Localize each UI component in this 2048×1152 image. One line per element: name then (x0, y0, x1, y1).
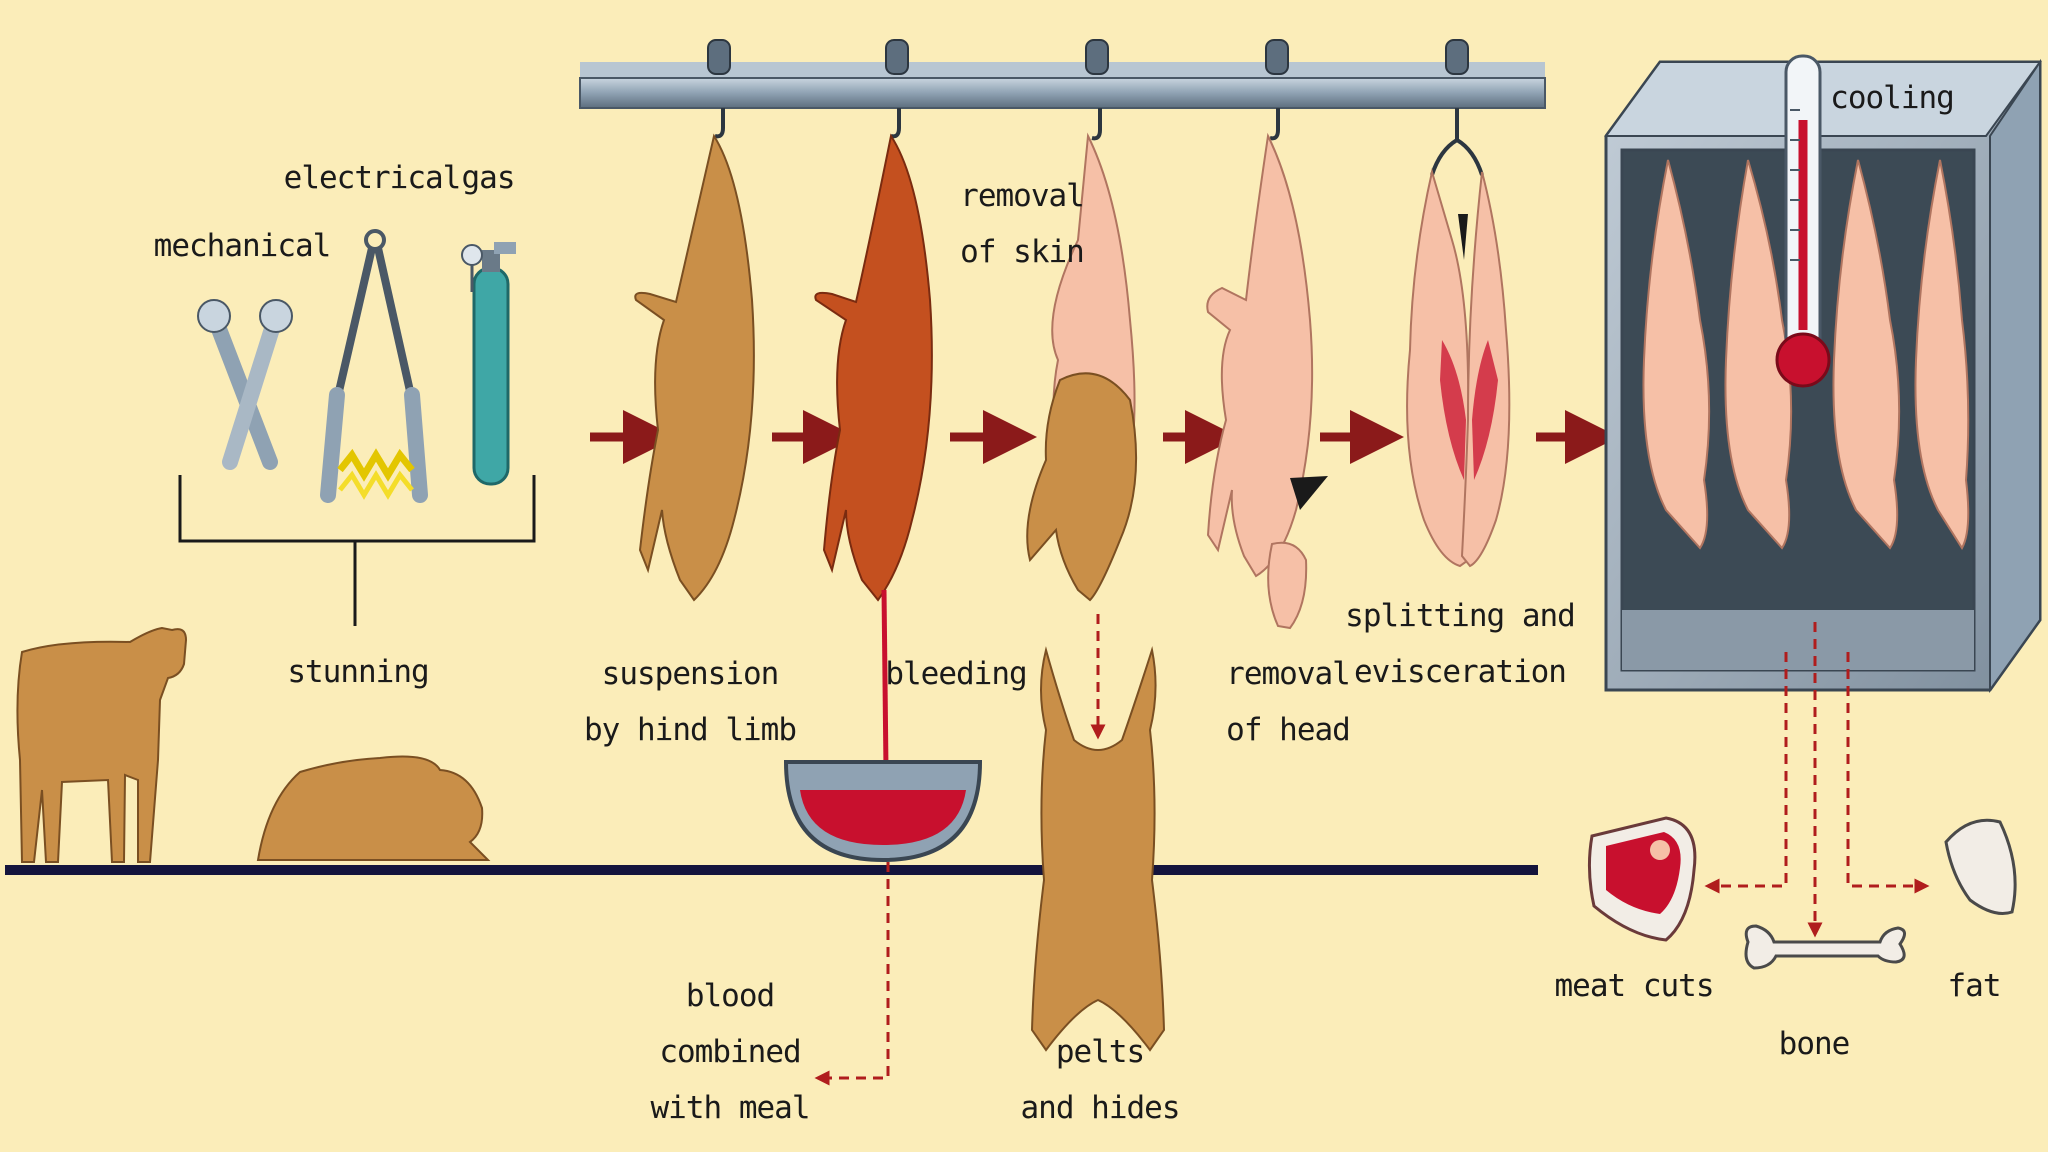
stunning-method-gas: gas (461, 160, 516, 196)
stunned-cow-icon (256, 755, 491, 861)
standing-cow-icon (16, 626, 188, 863)
bone-icon (1744, 924, 1906, 970)
stunning-method-mechanical: mechanical (153, 228, 332, 264)
byproduct-blood-label: blood combined with meal (650, 978, 811, 1126)
blood-basin-icon (783, 760, 983, 863)
skinning-carcass-icon (1026, 132, 1138, 602)
overhead-rail (579, 39, 1546, 176)
step-bleeding-label: bleeding (885, 656, 1027, 692)
electrical-stunner-icon (320, 229, 428, 503)
mechanical-stunner-icon (197, 299, 293, 470)
suspended-carcass-icon (634, 133, 755, 602)
output-dashed-arrows (1704, 622, 1930, 938)
output-bone-label: bone (1778, 1026, 1851, 1062)
fat-icon (1944, 818, 2017, 915)
stunning-method-electrical: electrical (283, 160, 462, 196)
byproduct-pelts-label: pelts and hides (1020, 1034, 1181, 1126)
gas-cylinder-icon (461, 242, 516, 486)
step-suspension-label: suspension by hind limb (584, 656, 797, 748)
bleeding-carcass-icon (814, 133, 933, 771)
output-meat-cuts-label: meat cuts (1554, 968, 1715, 1004)
headless-carcass-icon (1206, 132, 1328, 630)
step-splitting-label: splitting and evisceration (1345, 598, 1576, 690)
pelt-hide-icon (1030, 646, 1166, 1052)
step-head-removal-label: removal of head (1226, 656, 1351, 748)
stunning-label: stunning (287, 654, 429, 690)
step-skin-removal-label: removal of skin (960, 178, 1085, 270)
blood-dashed-arrow (814, 862, 890, 1086)
thermometer-icon (1775, 54, 1831, 388)
stunning-bracket (178, 475, 536, 626)
step-cooling-label: cooling (1830, 80, 1955, 116)
output-fat-label: fat (1947, 968, 2002, 1004)
split-carcass-icon (1406, 168, 1511, 568)
meat-cuts-icon (1587, 816, 1697, 942)
